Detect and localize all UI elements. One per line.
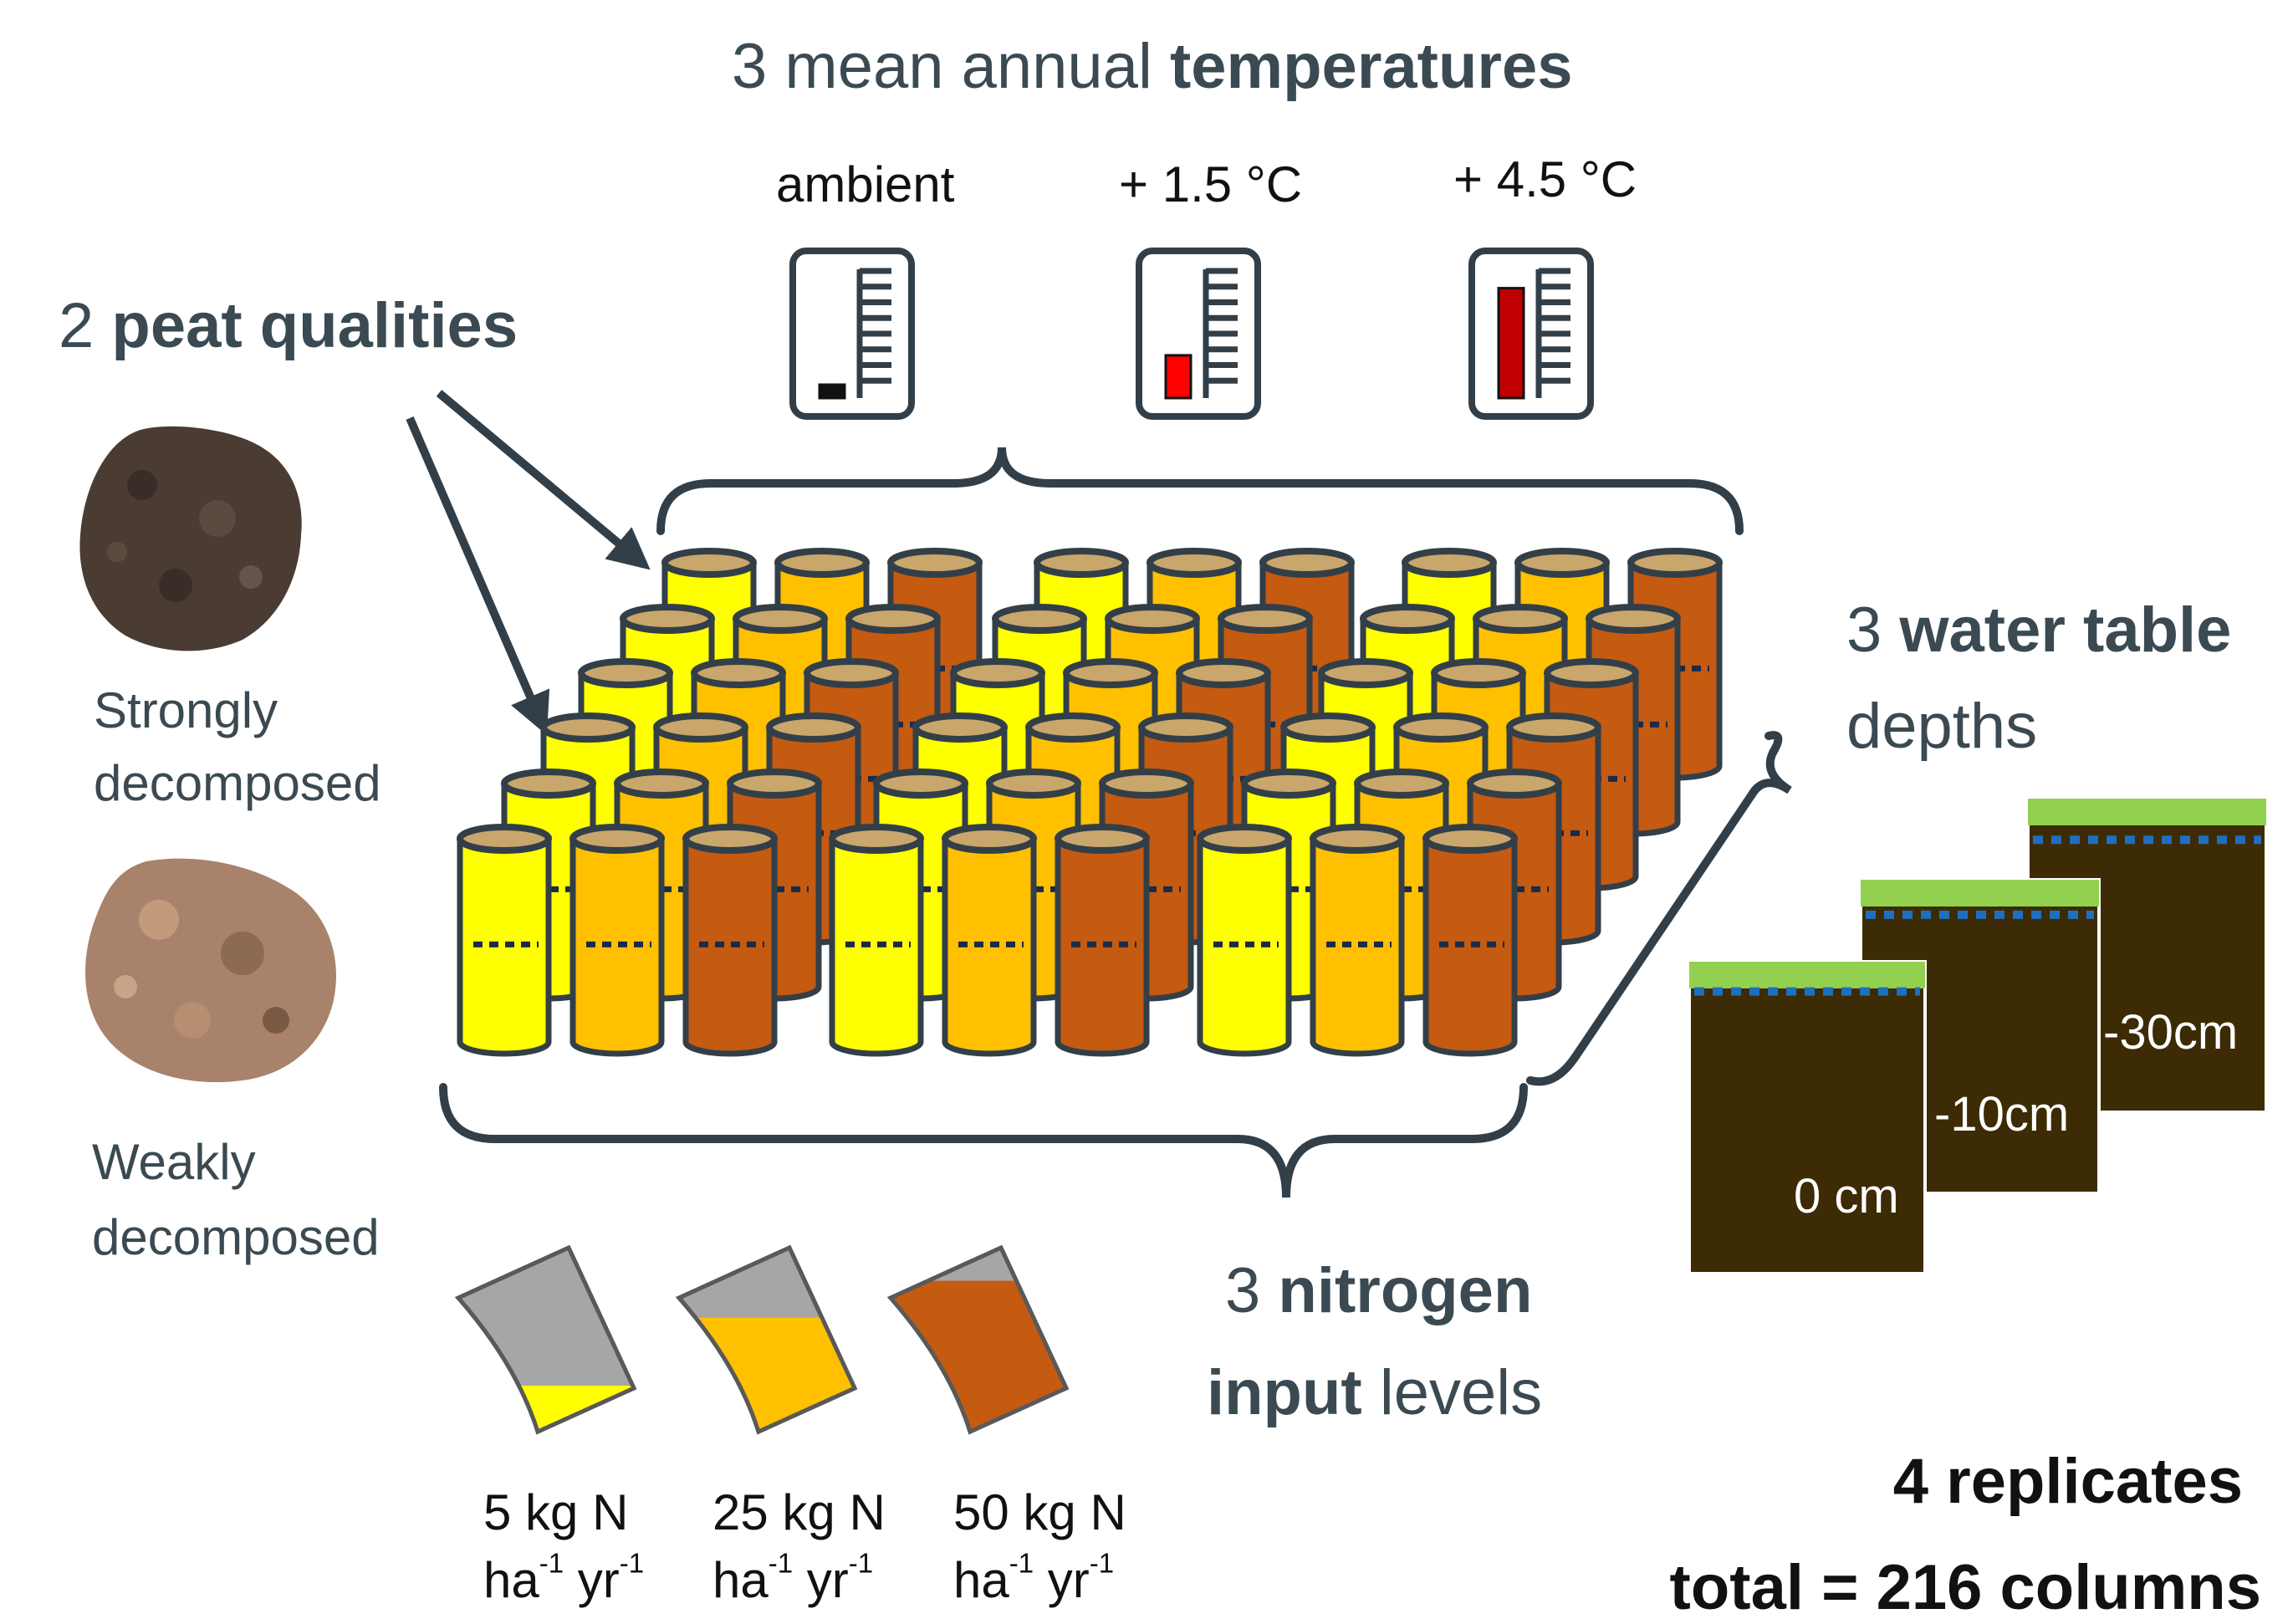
unit-ha-exponent: -1 [1009, 1547, 1034, 1579]
temp-label-plus-1-5: + 1.5 °C [1119, 156, 1303, 212]
temperature-heading-bold: temperatures [1169, 31, 1573, 102]
temperature-heading-text: mean annual [784, 31, 1152, 102]
water-count: 3 [1846, 595, 1882, 666]
water-heading-bold: water table [1899, 595, 2232, 666]
total-columns-label: total = 216 columns [1669, 1552, 2261, 1623]
nitrogen-heading-line2: input levels [1207, 1356, 1542, 1429]
nitrogen-level-1: 5 kg N ha-1 yr-1 [483, 1478, 644, 1614]
thermometer-icon [1136, 248, 1261, 420]
unit-ha-exponent: -1 [768, 1547, 794, 1579]
nitrogen-level-1-amount: 5 kg N [483, 1484, 629, 1540]
water-table-blocks [1688, 797, 2268, 1275]
nitrogen-level-2-unit: ha-1 yr-1 [712, 1546, 886, 1614]
nitrogen-level-3-unit: ha-1 yr-1 [953, 1546, 1126, 1614]
weakly-decomposed-peat-image [85, 858, 336, 1083]
nitrogen-level-2-amount: 25 kg N [712, 1484, 886, 1540]
nitrogen-heading-bold1: nitrogen [1278, 1255, 1533, 1326]
temperature-count: 3 [732, 31, 768, 102]
peat-count: 2 [59, 290, 94, 361]
thermometer-icon [789, 248, 915, 420]
column-grid [457, 548, 1723, 1057]
peat-heading: 2 peat qualities [59, 289, 518, 362]
temperature-heading: 3 mean annual temperatures [732, 30, 1573, 103]
thermometer-icon [1468, 248, 1594, 420]
water-heading-line2: depths [1846, 691, 2038, 762]
strongly-label-line1: Strongly [94, 682, 278, 738]
temp-label-plus-4-5: + 4.5 °C [1453, 151, 1637, 207]
temp-label-ambient: ambient [776, 156, 955, 212]
nitrogen-heading-rest: levels [1379, 1357, 1543, 1428]
soil-block [1688, 960, 1927, 1275]
unit-ha: ha [483, 1552, 539, 1608]
unit-ha-exponent: -1 [539, 1547, 564, 1579]
unit-yr-exponent: -1 [1089, 1547, 1115, 1579]
weakly-label-line1: Weakly [92, 1134, 256, 1190]
unit-yr: yr [793, 1552, 849, 1608]
depth-label-minus-10cm: -10cm [1934, 1087, 2070, 1141]
arrow-to-back-row [436, 390, 651, 570]
unit-ha: ha [712, 1552, 769, 1608]
fertilizer-bag-icon [675, 1244, 858, 1435]
water-heading-line1: 3 water table [1846, 594, 2231, 666]
fertilizer-bag-icon [886, 1244, 1070, 1435]
depth-label-0cm: 0 cm [1794, 1169, 1899, 1223]
unit-ha: ha [953, 1552, 1009, 1608]
strongly-label-line2: decomposed [94, 755, 381, 811]
peat-heading-bold: peat qualities [111, 290, 518, 361]
replicates-label: 4 replicates [1892, 1446, 2243, 1517]
nitrogen-level-3: 50 kg N ha-1 yr-1 [953, 1478, 1126, 1614]
arrow-to-front-row [406, 416, 550, 736]
depth-label-minus-30cm: -30cm [2103, 1005, 2239, 1060]
water-table-brace [1526, 731, 1792, 1086]
peat-column [1055, 824, 1150, 1057]
nitrogen-count: 3 [1225, 1255, 1261, 1326]
peat-column [942, 824, 1037, 1057]
peat-column [457, 824, 552, 1057]
nitrogen-level-2: 25 kg N ha-1 yr-1 [712, 1478, 886, 1614]
peat-column [1422, 824, 1518, 1057]
peat-column [829, 824, 924, 1057]
weakly-label-line2: decomposed [92, 1209, 380, 1265]
unit-yr: yr [564, 1552, 620, 1608]
nitrogen-heading-bold2: input [1207, 1357, 1362, 1428]
peat-column [1197, 824, 1292, 1057]
peat-column [682, 824, 778, 1057]
temperature-brace [656, 447, 1744, 535]
nitrogen-brace [439, 1083, 1528, 1198]
nitrogen-level-1-unit: ha-1 yr-1 [483, 1546, 644, 1614]
unit-yr-exponent: -1 [619, 1547, 645, 1579]
thermometer-icons [789, 248, 1594, 420]
strongly-decomposed-peat-image [79, 426, 302, 651]
peat-column [569, 824, 665, 1057]
peat-column [1310, 824, 1405, 1057]
unit-yr: yr [1034, 1552, 1090, 1608]
nitrogen-level-3-amount: 50 kg N [953, 1484, 1126, 1540]
unit-yr-exponent: -1 [848, 1547, 874, 1579]
nitrogen-heading-line1: 3 nitrogen [1225, 1254, 1532, 1327]
